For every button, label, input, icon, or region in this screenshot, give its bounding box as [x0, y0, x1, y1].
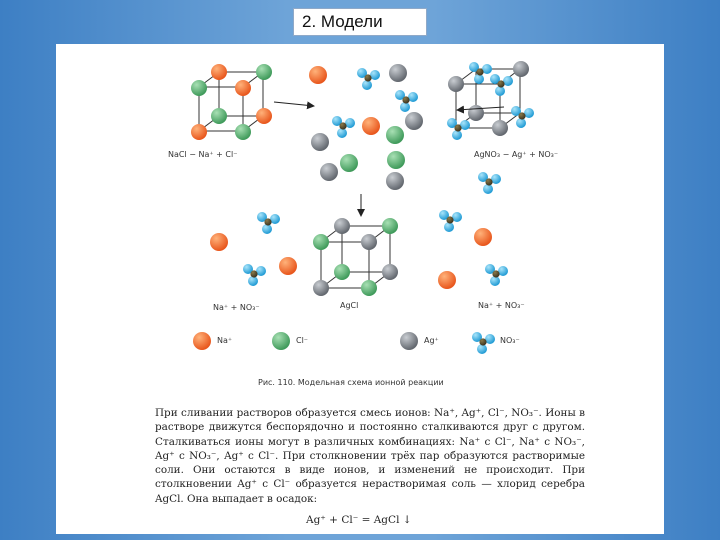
legend-cl-swatch: [272, 332, 290, 350]
body-paragraph: При сливании растворов образуется смесь …: [155, 407, 585, 505]
label-agno3: AgNO₃ − Ag⁺ + NO₃⁻: [474, 150, 559, 159]
label-na-no3-left: Na⁺ + NO₃⁻: [213, 303, 260, 312]
legend: [193, 331, 496, 355]
slide-title: 2. Модели: [293, 8, 427, 36]
figure-caption: Рис. 110. Модельная схема ионной реакции: [258, 378, 444, 387]
free-ions-top: [309, 64, 502, 195]
label-nacl: NaCl − Na⁺ + Cl⁻: [168, 150, 238, 159]
legend-no3-label: NO₃⁻: [500, 336, 520, 345]
label-na-no3-right: Na⁺ + NO₃⁻: [478, 301, 525, 310]
reaction-equation: Ag⁺ + Cl⁻ = AgCl ↓: [306, 514, 412, 526]
label-agcl: AgCl: [340, 301, 359, 310]
legend-na-label: Na⁺: [217, 336, 233, 345]
slide-content: NaCl − Na⁺ + Cl⁻ AgNO₃ − Ag⁺ + NO₃⁻ Na⁺ …: [56, 44, 664, 534]
legend-no3-swatch: [471, 331, 496, 355]
agcl-crystal: [313, 218, 398, 296]
legend-ag-label: Ag⁺: [424, 336, 439, 345]
legend-cl-label: Cl⁻: [296, 336, 309, 345]
arrow-left: [273, 101, 315, 110]
legend-ag-swatch: [400, 332, 418, 350]
free-ions-bottom: [210, 209, 509, 289]
arrow-right: [456, 105, 505, 114]
nacl-crystal: [191, 64, 272, 140]
ionic-reaction-figure: [191, 61, 535, 355]
agno3-crystal: [446, 61, 535, 141]
legend-na-swatch: [193, 332, 211, 350]
